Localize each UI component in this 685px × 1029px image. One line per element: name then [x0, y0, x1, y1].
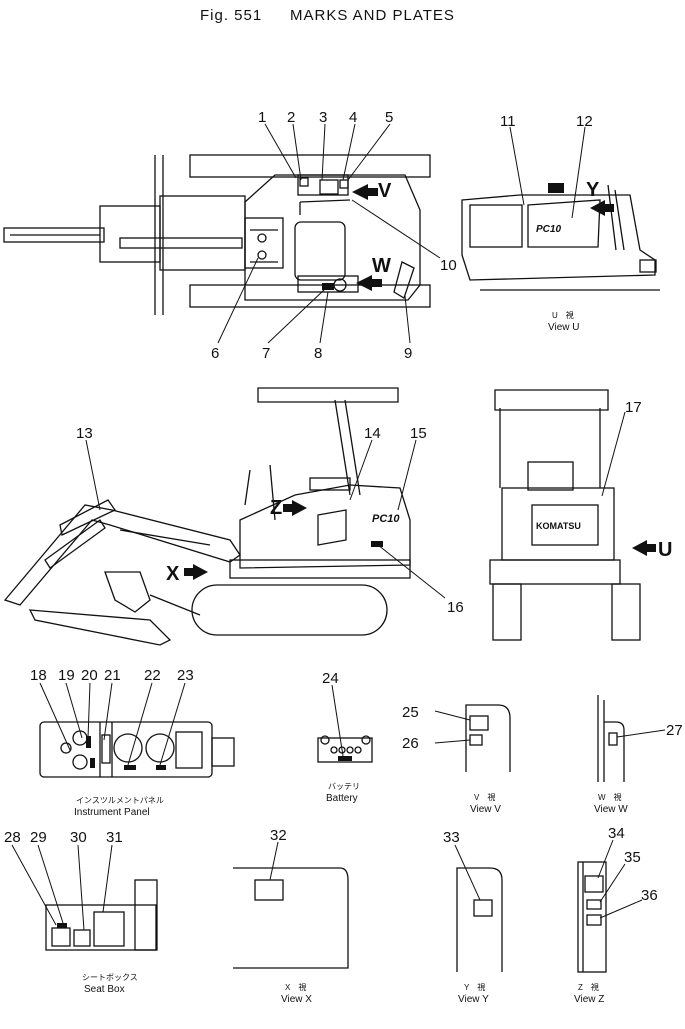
callout-26: 26: [402, 735, 419, 752]
view-w-caption-jp: W 視: [598, 793, 622, 802]
view-y-caption-jp: Y 視: [464, 983, 485, 992]
battery-drawing: [317, 684, 373, 763]
view-x-arrow: X: [166, 563, 208, 585]
callout-34: 34: [608, 825, 625, 842]
callout-30: 30: [70, 829, 87, 846]
view-z-caption-jp: Z 視: [578, 983, 599, 992]
callout-22: 22: [144, 667, 161, 684]
view-u-rear-drawing: KOMATSU: [489, 389, 641, 641]
view-w-caption: View W: [594, 804, 628, 815]
callout-16: 16: [447, 599, 464, 616]
figure-title: MARKS AND PLATES: [290, 7, 455, 24]
side-view-leaders: [85, 439, 446, 599]
callout-25: 25: [402, 704, 419, 721]
view-v-caption: View V: [470, 804, 501, 815]
view-z-drawing: [577, 839, 643, 973]
view-y-letter: Y: [586, 179, 600, 201]
view-z-letter: Z: [270, 497, 282, 519]
callout-1: 1: [258, 109, 266, 126]
side-view-badge: PC10: [372, 513, 400, 525]
callout-23: 23: [177, 667, 194, 684]
callout-24: 24: [322, 670, 339, 687]
callout-labels: 1 2 3 4 5 6 7 8 9 10 11 12 13 14 15 16 1…: [4, 109, 683, 904]
view-v-caption-jp: V 視: [474, 793, 495, 802]
instrument-panel-drawing: [39, 721, 235, 778]
view-u-rear-brand: KOMATSU: [536, 521, 581, 531]
view-x-drawing: [233, 841, 349, 969]
callout-19: 19: [58, 667, 75, 684]
view-v-arrow: V: [352, 180, 392, 202]
callout-10: 10: [440, 257, 457, 274]
callout-4: 4: [349, 109, 357, 126]
callout-13: 13: [76, 425, 93, 442]
callout-28: 28: [4, 829, 21, 846]
callout-11: 11: [500, 113, 516, 130]
callout-14: 14: [364, 425, 381, 442]
view-u-caption-jp: U 視: [552, 311, 574, 320]
callout-12: 12: [576, 113, 593, 130]
callout-8: 8: [314, 345, 322, 362]
callout-32: 32: [270, 827, 287, 844]
view-u-top-badge: PC10: [536, 224, 561, 235]
callout-31: 31: [106, 829, 123, 846]
callout-7: 7: [262, 345, 270, 362]
callout-17: 17: [625, 399, 642, 416]
view-x-caption-jp: X 視: [285, 983, 306, 992]
view-u-arrow: U: [632, 539, 672, 561]
view-w-drawing: [597, 695, 666, 782]
callout-27: 27: [666, 722, 683, 739]
view-v-letter: V: [378, 180, 392, 202]
seat-box-caption-jp: シートボックス: [82, 973, 138, 982]
view-u-letter: U: [658, 539, 672, 561]
battery-caption-jp: バッテリ: [328, 782, 360, 791]
view-w-arrow: W: [356, 255, 391, 291]
callout-6: 6: [211, 345, 219, 362]
top-view-drawing: [3, 154, 431, 315]
figure-number: Fig. 551: [200, 7, 262, 24]
view-u-caption: View U: [548, 322, 580, 333]
view-x-caption: View X: [281, 994, 312, 1005]
callout-35: 35: [624, 849, 641, 866]
callout-5: 5: [385, 109, 393, 126]
top-view-leaders: [217, 123, 441, 344]
seat-box-caption: Seat Box: [84, 984, 125, 995]
view-x-letter: X: [166, 563, 180, 585]
callout-2: 2: [287, 109, 295, 126]
view-v-drawing: [434, 704, 511, 772]
callout-3: 3: [319, 109, 327, 126]
instrument-panel-caption-jp: インスツルメントパネル: [76, 796, 164, 805]
callout-15: 15: [410, 425, 427, 442]
view-u-top-drawing: PC10 Y: [461, 126, 660, 291]
seat-box-drawing: [11, 844, 158, 951]
callout-18: 18: [30, 667, 47, 684]
view-y-drawing: [454, 844, 503, 972]
callout-36: 36: [641, 887, 658, 904]
callout-20: 20: [81, 667, 98, 684]
view-z-arrow: Z: [270, 497, 307, 519]
view-z-caption: View Z: [574, 994, 604, 1005]
instrument-panel-caption: Instrument Panel: [74, 807, 150, 818]
side-view-drawing: PC10: [3, 387, 411, 646]
view-y-caption: View Y: [458, 994, 489, 1005]
view-w-letter: W: [372, 255, 391, 277]
instrument-panel-leaders: [39, 682, 186, 766]
callout-9: 9: [404, 345, 412, 362]
callout-21: 21: [104, 667, 121, 684]
battery-caption: Battery: [326, 793, 358, 804]
callout-29: 29: [30, 829, 47, 846]
callout-33: 33: [443, 829, 460, 846]
